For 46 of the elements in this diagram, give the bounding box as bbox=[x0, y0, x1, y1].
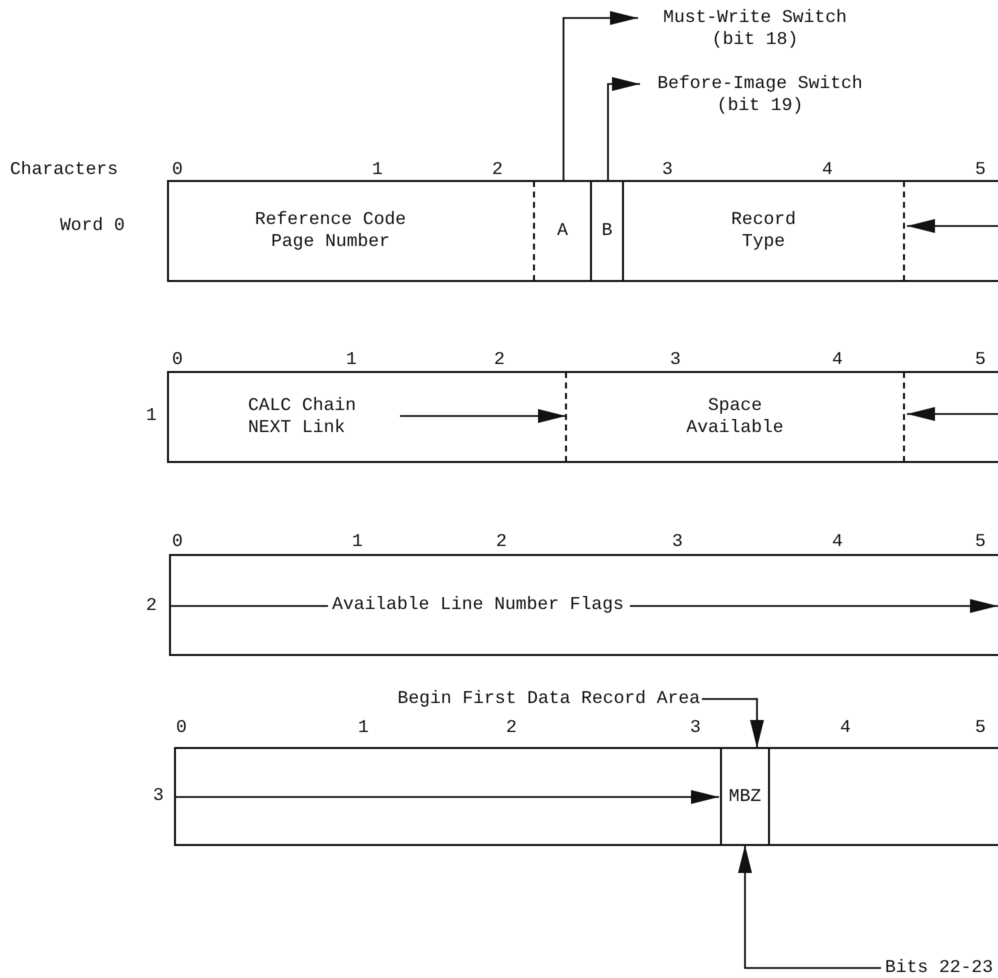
character-number: 3 bbox=[672, 532, 683, 552]
leader-arrow bbox=[400, 409, 566, 423]
character-number: 2 bbox=[506, 718, 517, 738]
character-number: 3 bbox=[670, 350, 681, 370]
memory-field: Record Type bbox=[624, 181, 905, 281]
character-number: 2 bbox=[496, 532, 507, 552]
leader-arrow bbox=[738, 845, 881, 969]
character-number: 5 bbox=[975, 160, 986, 180]
character-number: 2 bbox=[492, 160, 503, 180]
character-number: 5 bbox=[975, 718, 986, 738]
character-number: 3 bbox=[662, 160, 673, 180]
memory-field: Reference Code Page Number bbox=[168, 181, 535, 281]
row-label: 1 bbox=[146, 406, 157, 426]
memory-field: Available Line Number Flags bbox=[170, 555, 998, 655]
character-number: 5 bbox=[975, 532, 986, 552]
character-number: 0 bbox=[172, 532, 183, 552]
row-label: 2 bbox=[146, 596, 157, 616]
character-number: 3 bbox=[690, 718, 701, 738]
character-number: 5 bbox=[975, 350, 986, 370]
memory-field: Space Available bbox=[567, 372, 905, 462]
character-number: 1 bbox=[358, 718, 369, 738]
leader-arrow bbox=[702, 698, 764, 748]
callout-label: Begin First Data Record Area bbox=[380, 688, 700, 710]
character-number: 4 bbox=[832, 350, 843, 370]
character-number: 4 bbox=[822, 160, 833, 180]
row-label: Word 0 bbox=[60, 216, 125, 236]
memory-field: CALC Chain NEXT Link bbox=[168, 372, 567, 462]
character-number: 1 bbox=[372, 160, 383, 180]
callout-label: Must-Write Switch (bit 18) bbox=[638, 6, 888, 52]
bit-field: B bbox=[592, 181, 624, 281]
callout-label: Bits 22-23 bbox=[885, 956, 995, 978]
leader-arrow bbox=[562, 11, 638, 181]
callout-label: Before-Image Switch (bit 19) bbox=[640, 72, 890, 118]
character-number: 1 bbox=[352, 532, 363, 552]
character-number: 0 bbox=[176, 718, 187, 738]
bit-field: A bbox=[535, 181, 592, 281]
character-number: 0 bbox=[172, 350, 183, 370]
leader-arrow bbox=[607, 77, 640, 181]
bit-field: MBZ bbox=[720, 748, 770, 845]
character-number: 0 bbox=[172, 160, 183, 180]
character-number: 4 bbox=[832, 532, 843, 552]
row-label: 3 bbox=[153, 786, 164, 806]
character-number: 1 bbox=[346, 350, 357, 370]
axis-label: Characters bbox=[10, 160, 118, 180]
character-number: 4 bbox=[840, 718, 851, 738]
character-number: 2 bbox=[494, 350, 505, 370]
